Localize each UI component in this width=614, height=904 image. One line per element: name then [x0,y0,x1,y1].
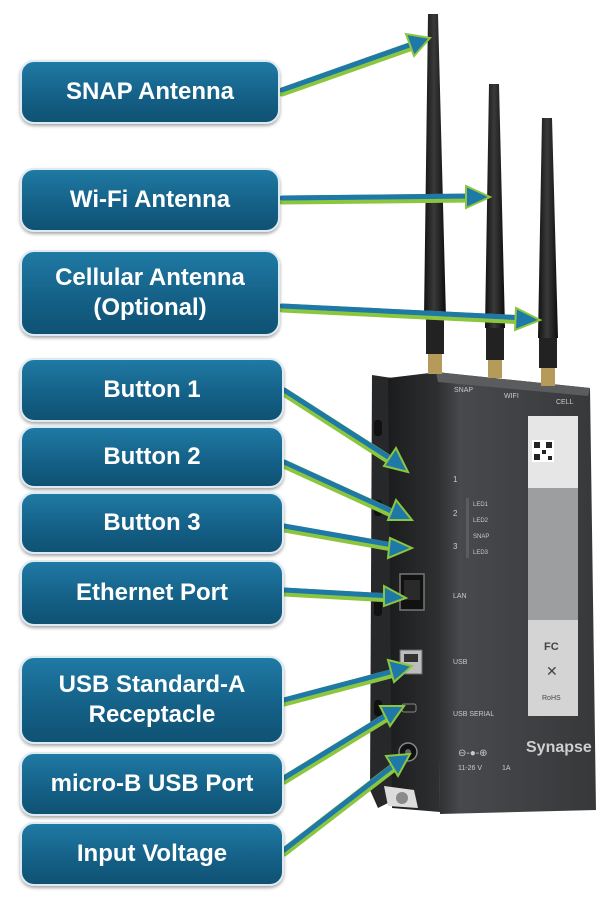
callout-label-line1: USB Standard-A [58,671,246,698]
snap-antenna [424,14,446,374]
callout-label-line1: Cellular Antenna [55,264,245,291]
mounting-bracket [370,375,394,808]
arrow-button-3 [279,523,415,560]
arrow-usb-standard-a [279,658,415,707]
callout-button-1: Button 1 [20,358,284,422]
callout-label: SNAP Antenna [65,78,235,105]
arrow-snap-antenna [277,32,432,97]
polarity-icon: ⊖-●-⊕ [458,748,487,759]
callout-snap-antenna: SNAP Antenna [20,60,280,124]
button-2-label: 2 [453,509,458,518]
arrow-button-2 [279,459,415,521]
arrow-input-voltage [279,752,412,857]
cell-port-label: CELL [556,399,574,406]
mount-tab [384,786,418,808]
led-strip-icon [466,498,469,558]
callout-micro-b-usb: micro-B USB Port [20,752,284,816]
window-panel [528,488,578,620]
lan-label: LAN [453,593,467,600]
callout-usb-standard-a: USB Standard-A Receptacle [20,656,284,744]
callout-label: Button 1 [103,376,201,403]
cellular-antenna [538,118,558,386]
rohs-mark: RoHS [542,695,561,702]
callout-cellular-antenna: Cellular Antenna (Optional) [20,250,280,336]
qr-code [532,440,554,462]
callout-label: Input Voltage [76,840,228,867]
button-1-label: 1 [453,475,458,484]
callout-label: Button 2 [103,443,201,470]
led3-label: LED3 [473,550,489,556]
fc-mark: FC [544,641,559,653]
compliance-plate [528,620,578,716]
usb-label: USB [453,659,468,666]
led1-label: LED1 [473,502,489,508]
callout-input-voltage: Input Voltage [20,822,284,886]
callout-button-2: Button 2 [20,426,284,488]
weee-mark: ✕ [546,663,558,679]
arrow-cellular-antenna [277,303,543,332]
snap-port-label: SNAP [454,387,473,394]
callout-label: micro-B USB Port [50,770,254,797]
button-3-label: 3 [453,542,458,551]
wifi-port-label: WIFI [504,393,519,400]
arrow-ethernet-port [279,584,409,608]
wifi-antenna [485,84,505,378]
arrow-wifi-antenna [277,184,493,210]
ethernet-port-icon [399,573,425,611]
usb-serial-label: USB SERIAL [453,711,494,718]
leader-arrows [277,32,543,857]
voltage-label: 11-26 V [458,765,482,772]
arrow-button-1 [279,387,410,474]
callout-wifi-antenna: Wi-Fi Antenna [20,168,280,232]
callout-label: Button 3 [103,509,201,536]
callout-label-line2: Receptacle [88,701,216,728]
callout-ethernet-port: Ethernet Port [20,560,284,626]
callout-button-3: Button 3 [20,492,284,554]
callout-label: Ethernet Port [75,579,228,606]
callout-label: Wi-Fi Antenna [69,186,231,213]
brand-logo: Synapse [526,739,592,756]
callout-label-line2: (Optional) [93,294,207,321]
snap-led-label: SNAP [473,534,489,540]
arrow-micro-b-usb [279,705,406,785]
led2-label: LED2 [473,518,489,524]
current-label: 1A [502,765,511,772]
